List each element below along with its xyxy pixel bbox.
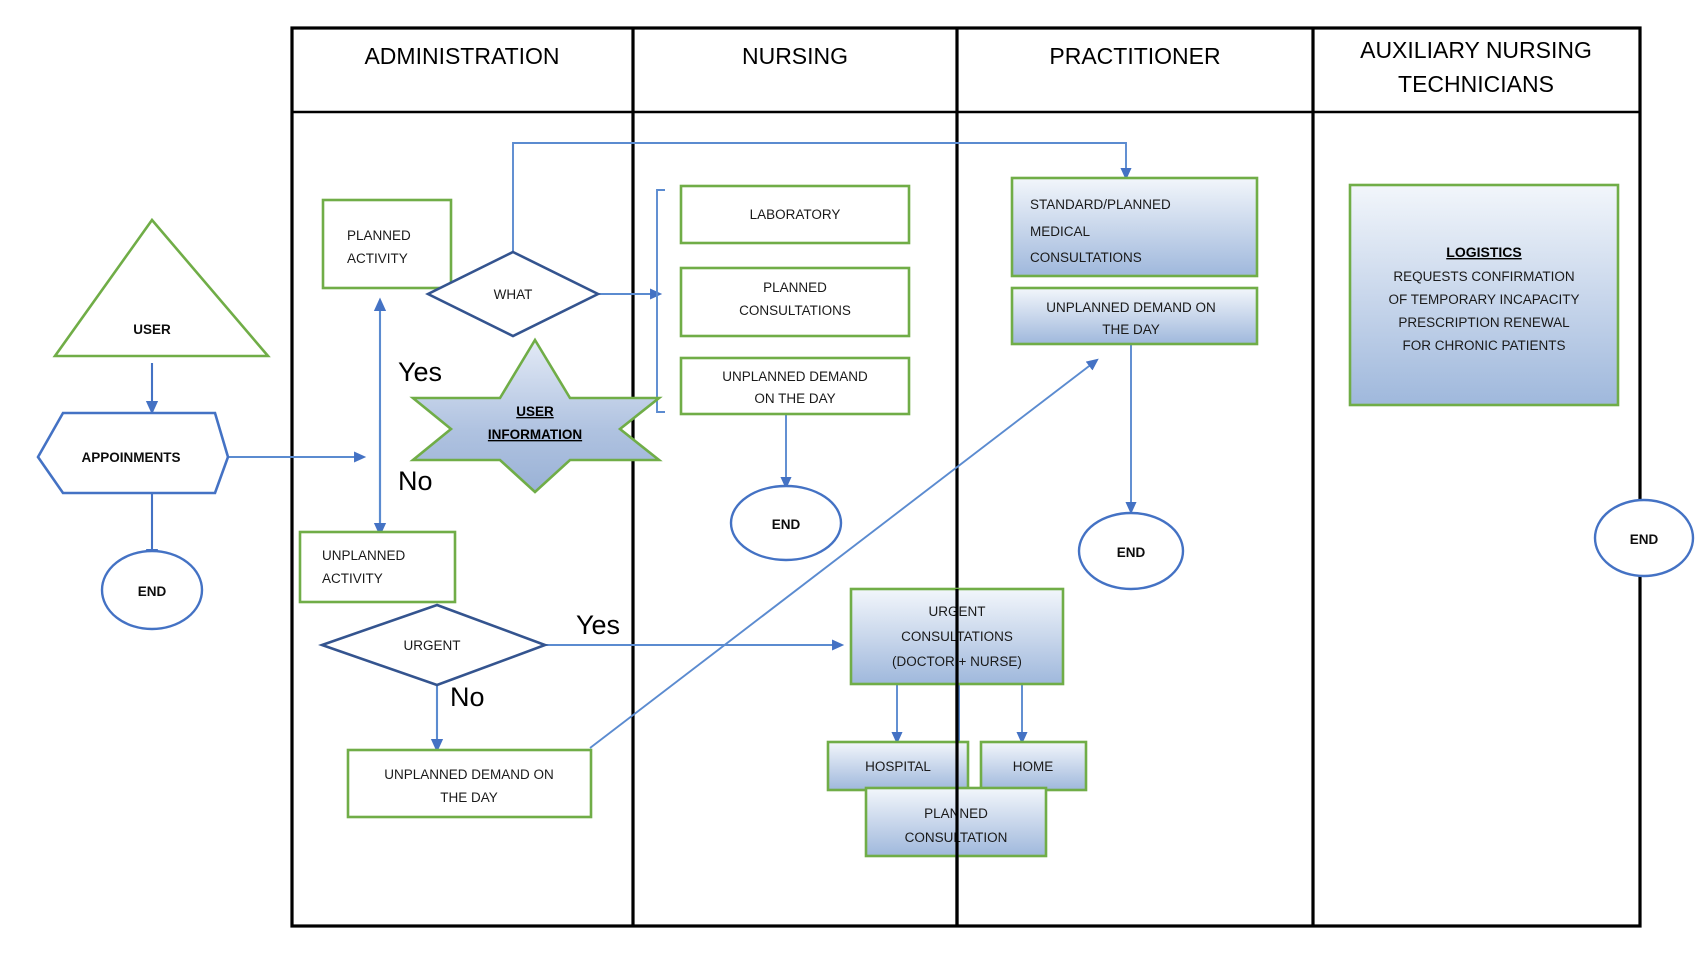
lane-title-administration: ADMINISTRATION [364, 43, 559, 69]
node-laboratory[interactable]: LABORATORY [679, 184, 911, 245]
node-unplanned-demand-practitioner-line2: THE DAY [1102, 322, 1160, 337]
node-appoinments-label: APPOINMENTS [81, 450, 180, 465]
node-standard-planned-line3: CONSULTATIONS [1030, 250, 1142, 265]
node-end-practitioner[interactable]: END [1077, 511, 1185, 591]
node-unplanned-demand-practitioner-line1: UNPLANNED DEMAND ON [1046, 300, 1216, 315]
node-planned-activity-line1: PLANNED [347, 228, 411, 243]
node-planned-consultations-line1: PLANNED [763, 280, 827, 295]
node-logistics-title: LOGISTICS [1446, 244, 1521, 260]
node-end-left-label: END [138, 584, 167, 599]
node-laboratory-label: LABORATORY [750, 207, 841, 222]
node-logistics-line-4: FOR CHRONIC PATIENTS [1402, 338, 1565, 353]
node-unplanned-demand-nursing[interactable]: UNPLANNED DEMAND ON THE DAY [679, 356, 911, 416]
node-hospital[interactable]: HOSPITAL [826, 740, 970, 792]
edge-label-what-no: No [398, 466, 433, 496]
node-user[interactable]: USER [52, 217, 271, 358]
node-hospital-label: HOSPITAL [865, 759, 931, 774]
node-unplanned-demand-practitioner[interactable]: UNPLANNED DEMAND ON THE DAY [1010, 286, 1259, 346]
node-user-information[interactable]: USER INFORMATION [409, 337, 663, 494]
node-urgent-label: URGENT [404, 638, 461, 653]
node-planned-activity-line2: ACTIVITY [347, 251, 408, 266]
node-end-practitioner-label: END [1117, 545, 1146, 560]
node-what[interactable]: WHAT [425, 250, 601, 338]
edge-admin-unplanned-to-practitioner [589, 358, 1099, 749]
node-logistics-line-3: PRESCRIPTION RENEWAL [1398, 315, 1570, 330]
edge-label-what-yes: Yes [398, 357, 442, 387]
node-unplanned-activity-line1: UNPLANNED [322, 548, 406, 563]
node-unplanned-activity-line2: ACTIVITY [322, 571, 383, 586]
node-standard-planned-line1: STANDARD/PLANNED [1030, 197, 1171, 212]
node-planned-consultations-line2: CONSULTATIONS [739, 303, 851, 318]
node-user-label: USER [133, 322, 171, 337]
node-user-information-line2: INFORMATION [488, 427, 582, 442]
node-unplanned-demand-nursing-line1: UNPLANNED DEMAND [722, 369, 868, 384]
edge-what-to-standard-planned [512, 142, 1132, 292]
edge-label-urgent-no: No [450, 682, 485, 712]
node-logistics-line-2: OF TEMPORARY INCAPACITY [1388, 292, 1579, 307]
node-end-auxiliary[interactable]: END [1593, 498, 1695, 578]
node-logistics[interactable]: LOGISTICS REQUESTS CONFIRMATION OF TEMPO… [1348, 183, 1620, 407]
lane-title-auxiliary-line2: TECHNICIANS [1398, 71, 1554, 97]
node-end-nursing[interactable]: END [729, 484, 843, 562]
node-planned-consultations[interactable]: PLANNED CONSULTATIONS [679, 266, 911, 338]
lane-title-nursing: NURSING [742, 43, 848, 69]
node-home-label: HOME [1013, 759, 1054, 774]
node-user-information-line1: USER [516, 404, 554, 419]
node-planned-activity[interactable]: PLANNED ACTIVITY [321, 198, 453, 290]
lane-title-auxiliary-line1: AUXILIARY NURSING [1360, 37, 1592, 63]
node-appoinments[interactable]: APPOINMENTS [36, 411, 230, 495]
nursing-group-brace [656, 189, 665, 413]
node-standard-planned-medical-consultations[interactable]: STANDARD/PLANNED MEDICAL CONSULTATIONS [1010, 176, 1259, 278]
node-end-left[interactable]: END [100, 549, 204, 631]
node-standard-planned-line2: MEDICAL [1030, 224, 1091, 239]
node-what-label: WHAT [494, 287, 533, 302]
node-unplanned-demand-admin-line2: THE DAY [440, 790, 498, 805]
node-end-auxiliary-label: END [1630, 532, 1659, 547]
node-unplanned-demand-admin[interactable]: UNPLANNED DEMAND ON THE DAY [346, 748, 593, 819]
lane-title-practitioner: PRACTITIONER [1049, 43, 1220, 69]
node-home[interactable]: HOME [979, 740, 1088, 792]
node-end-nursing-label: END [772, 517, 801, 532]
edge-label-urgent-yes: Yes [576, 610, 620, 640]
node-unplanned-activity[interactable]: UNPLANNED ACTIVITY [298, 530, 457, 604]
node-unplanned-demand-admin-line1: UNPLANNED DEMAND ON [384, 767, 554, 782]
node-unplanned-demand-nursing-line2: ON THE DAY [754, 391, 835, 406]
node-urgent[interactable]: URGENT [318, 603, 549, 687]
connectors [145, 142, 1137, 791]
node-logistics-line-1: REQUESTS CONFIRMATION [1393, 269, 1574, 284]
